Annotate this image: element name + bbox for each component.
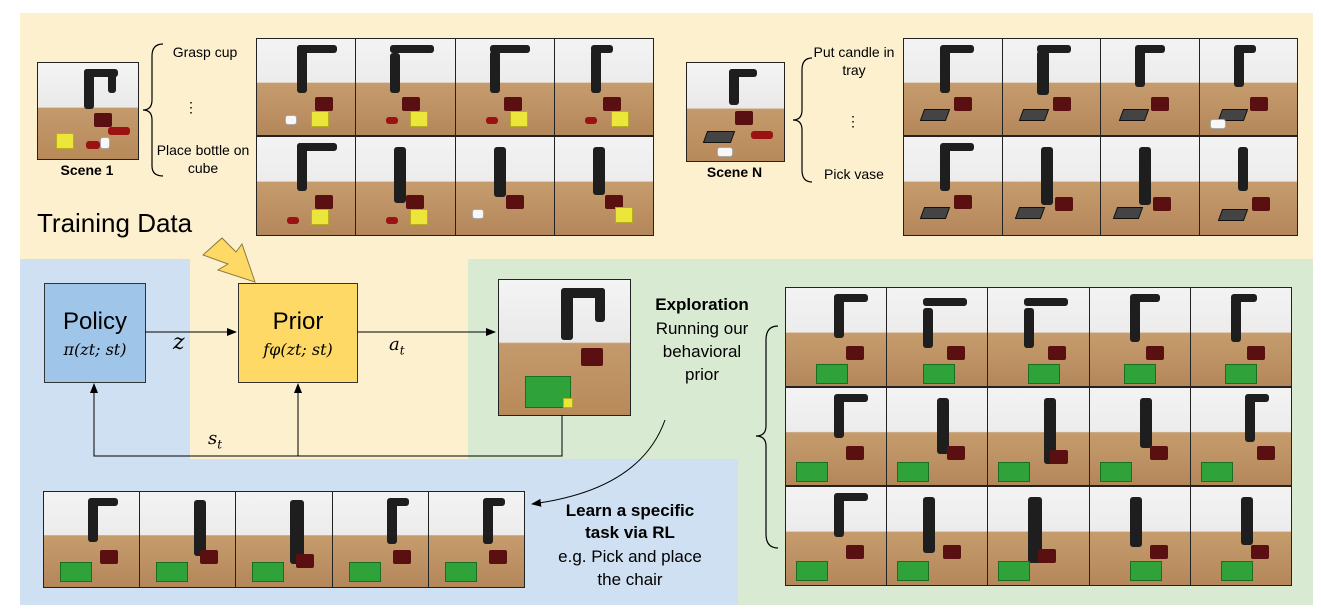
- policy-title: Policy: [62, 307, 128, 335]
- exploration-frame: [988, 288, 1089, 386]
- demo-frame: [1101, 39, 1199, 135]
- edge-label-a-main: a: [389, 334, 400, 355]
- exploration-line-1: Running our: [655, 319, 749, 338]
- scene-1-label: Scene 1: [60, 162, 114, 178]
- demo-frame: [257, 39, 356, 135]
- exploration-frame: [887, 288, 988, 386]
- scene-1-task-bottom: Place bottle on cube: [156, 142, 250, 176]
- edge-label-a: at: [389, 334, 405, 358]
- scene-1-demo-strip-2: [256, 136, 654, 236]
- demo-frame: [356, 137, 455, 235]
- rl-frame: [428, 492, 525, 587]
- exploration-frame: [887, 388, 988, 485]
- demo-frame: [356, 39, 455, 135]
- edge-label-s-sub: t: [217, 437, 223, 452]
- environment-image: [498, 279, 631, 416]
- demo-frame: [1002, 137, 1100, 235]
- exploration-line-3: prior: [684, 365, 719, 384]
- edge-label-s-main: s: [208, 428, 218, 449]
- exploration-strip-2: [785, 387, 1292, 486]
- scene-1-demo-strip-1: [256, 38, 654, 136]
- prior-formula: fφ(zt; st): [263, 339, 333, 359]
- exploration-frame: [1089, 388, 1190, 485]
- exploration-frame: [786, 288, 887, 386]
- scene-n-demo-strip-2: [903, 136, 1298, 236]
- edge-state-feedback: [90, 383, 563, 457]
- scene-n-image: [686, 62, 785, 162]
- rl-frame: [140, 492, 236, 587]
- policy-box: Policy π(zt; st): [44, 283, 146, 383]
- rl-result-strip: [43, 491, 525, 588]
- demo-frame: [1002, 39, 1100, 135]
- demo-frame: [554, 137, 653, 235]
- exploration-strip-3: [785, 486, 1292, 586]
- demo-frame: [1199, 137, 1297, 235]
- edge-exploration-to-learn: [531, 419, 666, 507]
- scene-1-image: [37, 62, 139, 160]
- exploration-strip-1: [785, 287, 1292, 387]
- exploration-brace: [755, 325, 779, 549]
- exploration-frame: [786, 388, 887, 485]
- demo-frame: [1101, 137, 1199, 235]
- scene-n-demo-strip-1: [903, 38, 1298, 136]
- exploration-frame: [988, 487, 1089, 585]
- scene-1-brace: [142, 43, 164, 177]
- prior-box: Prior fφ(zt; st): [238, 283, 358, 383]
- exploration-frame: [1190, 388, 1292, 485]
- training-data-arrow: [202, 237, 256, 283]
- exploration-frame: [786, 487, 887, 585]
- learn-title-line-1: Learn a specific: [565, 501, 695, 520]
- exploration-frame: [1190, 288, 1292, 386]
- demo-frame: [257, 137, 356, 235]
- edge-label-z: z: [173, 330, 185, 355]
- demo-frame: [1199, 39, 1297, 135]
- edge-label-a-sub: t: [399, 343, 405, 358]
- prior-title: Prior: [272, 307, 324, 335]
- exploration-title: Exploration: [655, 295, 749, 314]
- demo-frame: [455, 39, 554, 135]
- learn-line-1: e.g. Pick and place: [558, 547, 702, 566]
- demo-frame: [554, 39, 653, 135]
- scene-n-ellipsis: ⋮: [846, 113, 860, 129]
- scene-n-brace: [792, 57, 813, 183]
- exploration-frame: [1089, 288, 1190, 386]
- scene-1-ellipsis: ⋮: [184, 99, 198, 115]
- demo-frame: [904, 39, 1002, 135]
- scene-n-task-top: Put candle in tray: [813, 44, 895, 78]
- scene-n-task-bottom: Pick vase: [824, 166, 884, 182]
- rl-frame: [44, 492, 140, 587]
- rl-frame: [332, 492, 428, 587]
- demo-frame: [455, 137, 554, 235]
- demo-frame: [904, 137, 1002, 235]
- exploration-frame: [887, 487, 988, 585]
- rl-frame: [236, 492, 332, 587]
- scene-n-label: Scene N: [706, 164, 763, 180]
- exploration-line-2: behavioral: [662, 342, 742, 361]
- policy-formula: π(zt; st): [63, 339, 127, 359]
- scene-1-task-top: Grasp cup: [172, 44, 238, 60]
- edge-label-s: st: [208, 428, 222, 452]
- exploration-frame: [1089, 487, 1190, 585]
- training-data-label: Training Data: [37, 208, 193, 238]
- exploration-frame: [988, 388, 1089, 485]
- learn-line-2: the chair: [597, 570, 663, 589]
- exploration-frame: [1190, 487, 1292, 585]
- learn-title-line-2: task via RL: [585, 523, 675, 542]
